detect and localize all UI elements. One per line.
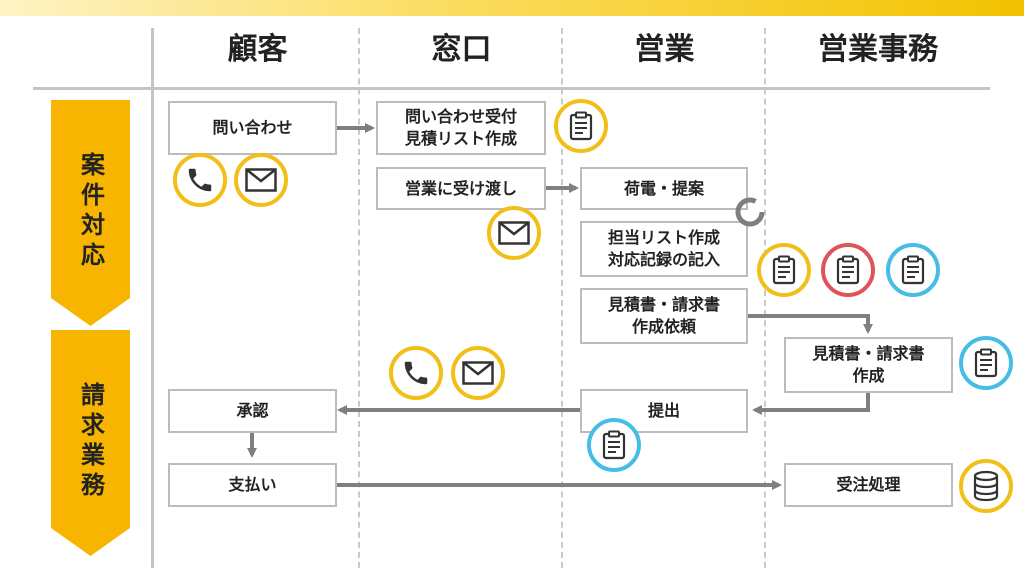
phone-icon <box>173 153 227 207</box>
step-approve: 承認 <box>168 389 337 433</box>
lane-header-sales: 営業 <box>634 32 695 67</box>
phone-icon <box>389 346 443 400</box>
lane-header-customer: 顧客 <box>227 32 288 67</box>
lane-header-counter: 窓口 <box>431 32 492 67</box>
mail-icon <box>451 346 505 400</box>
lane-divider-2 <box>561 28 563 568</box>
step-inquiry: 問い合わせ <box>168 101 337 155</box>
lane-divider-3 <box>764 28 766 568</box>
phase-label-case-handling: 案件対応 <box>76 152 105 272</box>
phase-billing: 請求業務 <box>51 330 130 556</box>
clipboard-icon <box>886 243 940 297</box>
refresh-icon <box>733 195 767 229</box>
clipboard-icon <box>587 418 641 472</box>
step-receive-inquiry: 問い合わせ受付 見積リスト作成 <box>376 101 546 155</box>
lane-header-sales-admin: 営業事務 <box>818 32 938 67</box>
step-create-documents: 見積書・請求書 作成 <box>784 337 953 393</box>
top-accent-bar <box>0 0 1024 16</box>
database-icon <box>959 459 1013 513</box>
step-payment: 支払い <box>168 463 337 507</box>
clipboard-icon <box>959 336 1013 390</box>
lane-divider-1 <box>358 28 360 568</box>
mail-icon <box>487 206 541 260</box>
step-request-documents: 見積書・請求書 作成依頼 <box>580 288 748 344</box>
phase-chevron-shape <box>51 100 130 326</box>
step-handover: 営業に受け渡し <box>376 167 546 210</box>
clipboard-icon <box>757 243 811 297</box>
phase-case-handling: 案件対応 <box>51 100 130 326</box>
phase-label-billing: 請求業務 <box>76 382 105 502</box>
step-proposal: 荷電・提案 <box>580 167 748 210</box>
arrow-request-to-create <box>748 314 873 334</box>
step-order-processing: 受注処理 <box>784 463 953 507</box>
mail-icon <box>234 153 288 207</box>
arrow-create-to-submit <box>752 393 870 415</box>
clipboard-icon <box>554 99 608 153</box>
header-divider <box>33 87 990 90</box>
clipboard-icon <box>821 243 875 297</box>
phase-chevron-shape <box>51 330 130 556</box>
step-record: 担当リスト作成 対応記録の記入 <box>580 221 748 277</box>
phase-divider <box>151 28 154 568</box>
